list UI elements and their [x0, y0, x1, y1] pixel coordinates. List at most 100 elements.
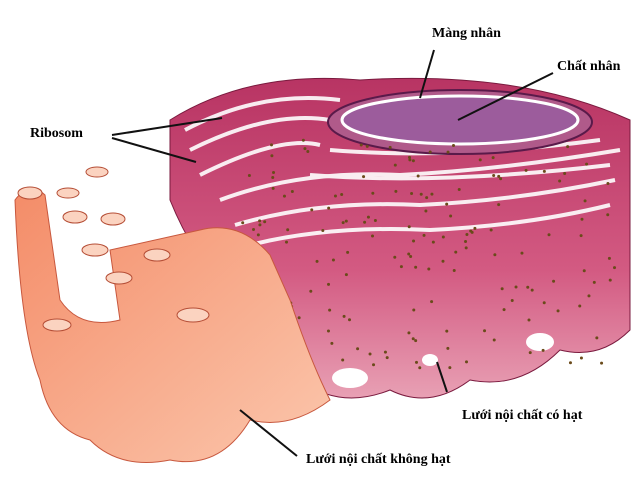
ribosome-dot [552, 279, 556, 283]
label-rough-er: Lưới nội chất có hạt [462, 408, 583, 423]
smooth-er [14, 166, 331, 463]
ribosome-dot [368, 352, 372, 356]
ribosome-dot [284, 240, 288, 244]
ribosome-dot [331, 258, 335, 262]
ribosome-dot [492, 173, 496, 177]
ribosome-dot [340, 192, 344, 196]
ribosome-dot [452, 268, 456, 272]
ribosome-dot [424, 209, 428, 213]
ribosome-dot [464, 239, 468, 243]
ribosome-dot [412, 239, 416, 243]
label-smooth-er: Lưới nội chất không hạt [306, 452, 451, 467]
ribosome-dot [407, 331, 411, 335]
ribosome-dot [524, 168, 528, 172]
ribosome-dot [441, 259, 445, 263]
ribosome-dot [388, 145, 392, 149]
ribosome-dot [356, 347, 360, 351]
ribosome-dot [371, 234, 375, 238]
ribosome-dot [270, 154, 274, 158]
ribosome-dot [393, 255, 397, 259]
ribosome-dot [542, 169, 546, 173]
ribosome-dot [272, 171, 276, 175]
ribosome-dot [342, 314, 346, 318]
ribosome-dot [330, 341, 334, 345]
ribosome-dot [428, 150, 432, 154]
ribosome-dot [556, 309, 560, 313]
ribosome-dot [430, 192, 434, 196]
ribosome-dot [411, 337, 415, 341]
ribosome-dot [309, 289, 313, 293]
ribosome-dot [558, 179, 562, 183]
ribosome-dot [451, 144, 455, 148]
ribosome-dot [414, 360, 418, 364]
ribosome-dot [399, 265, 403, 269]
ribosome-dot [241, 221, 245, 225]
ribosome-dot [600, 361, 604, 365]
ribosome-dot [328, 308, 332, 312]
ribosome-dot [491, 156, 495, 160]
ribosome-dot [407, 225, 411, 229]
ribosome-dot [256, 233, 260, 237]
ribosome-dot [366, 215, 370, 219]
ribosome-dot [341, 221, 345, 225]
ribosome-dot [344, 219, 348, 223]
ribosome-dot [327, 282, 331, 286]
ribosome-dot [383, 350, 387, 354]
ribosome-dot [301, 138, 305, 142]
ribosome-dot [365, 144, 369, 148]
ribosome-dot [297, 316, 301, 320]
ribosome-dot [566, 145, 570, 149]
ribosome-dot [271, 176, 275, 180]
ribosome-dot [371, 191, 375, 195]
ribosome-dot [478, 158, 482, 162]
ribosome-dot [341, 358, 345, 362]
ribosome-dot [580, 217, 584, 221]
ribosome-dot [416, 174, 420, 178]
ribosome-dot [445, 329, 449, 333]
ribosome-dot [363, 220, 367, 224]
ribosome-dot [326, 329, 330, 333]
ribosome-dot [583, 199, 587, 203]
nucleus [327, 89, 593, 155]
ribosome-dot [303, 147, 307, 151]
ribosome-dot [499, 177, 503, 181]
ribosome-dot [579, 356, 583, 360]
ribosome-dot [258, 223, 262, 227]
ribosome-dot [579, 234, 583, 238]
ribosome-dot [585, 162, 589, 166]
ribosome-dot [563, 171, 567, 175]
ribosome-dot [528, 351, 532, 355]
ribosome-dot [514, 285, 518, 289]
ribosome-dot [542, 301, 546, 305]
ribosome-dot [441, 235, 445, 239]
ribosome-dot [408, 158, 412, 162]
ribosome-dot [327, 206, 331, 210]
ribosome-dot [473, 226, 477, 230]
ribosome-dot [271, 186, 275, 190]
ribosome-dot [286, 228, 290, 232]
ribosome-dot [587, 294, 591, 298]
ribosome-dot [394, 189, 398, 193]
ribosome-dot [445, 202, 449, 206]
ribosome-dot [422, 233, 426, 237]
ribosome-dot [333, 194, 337, 198]
ribosome-dot [431, 240, 435, 244]
leader-lines [111, 49, 554, 457]
ribosome-dot [446, 150, 450, 154]
ribosome-dot [464, 360, 468, 364]
ribosome-dot [393, 163, 397, 167]
ribosome-dot [502, 308, 506, 312]
ribosome-dot [412, 308, 416, 312]
ribosome-dot [493, 253, 497, 257]
ribosome-dot [449, 214, 453, 218]
ribosome-dot [362, 175, 366, 179]
ribosome-dot [263, 220, 267, 224]
ribosome-dot [530, 288, 534, 292]
ribosome-dot [446, 346, 450, 350]
ribosome-dot [425, 196, 429, 200]
ribosome-dot [448, 366, 452, 370]
ribosome-dot [526, 285, 530, 289]
ribosome-dot [315, 259, 319, 263]
ribosome-dot [592, 280, 596, 284]
